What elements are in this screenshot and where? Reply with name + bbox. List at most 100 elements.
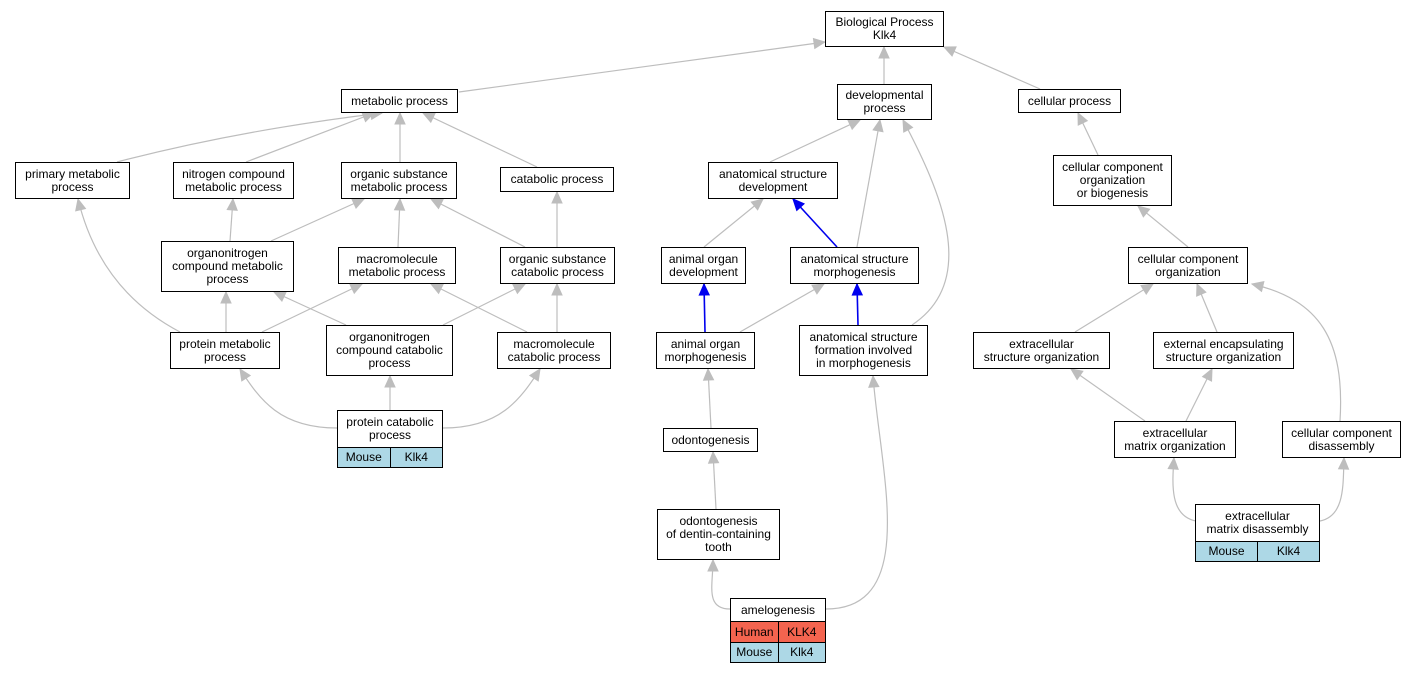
edge-arrowhead <box>75 197 87 212</box>
edge-arrowhead <box>1077 111 1089 126</box>
species-cell: Mouse <box>1208 544 1245 558</box>
edge-arrowhead <box>384 374 396 388</box>
node-external-encapsulating-structure-organization[interactable]: external encapsulating structure organiz… <box>1153 332 1294 369</box>
edge-arrowhead <box>421 112 436 124</box>
node-developmental-process[interactable]: developmental process <box>837 84 932 120</box>
node-catabolic-process[interactable]: catabolic process <box>500 167 614 192</box>
node-nitrogen-compound-metabolic-process[interactable]: nitrogen compound metabolic process <box>173 162 294 199</box>
node-organonitrogen-compound-catabolic-process[interactable]: organonitrogen compound catabolic proces… <box>326 325 453 376</box>
edge-arrowhead <box>429 283 444 295</box>
node-metabolic-process[interactable]: metabolic process <box>341 89 458 113</box>
node-amelogenesis[interactable]: amelogenesis Human KLK4 Mouse Klk4 <box>730 598 826 663</box>
edge-arrowhead <box>1140 283 1155 295</box>
edge-line <box>270 198 365 242</box>
node-cellular-component-organization[interactable]: cellular component organization <box>1128 247 1248 284</box>
edge-arrowhead <box>1201 367 1213 382</box>
edge-arrowhead <box>902 118 914 133</box>
edge-arrowhead <box>351 198 366 209</box>
node-cellular-component-organization-or-biogenesis[interactable]: cellular component organization or bioge… <box>1053 155 1172 206</box>
edge-arrowhead <box>394 111 406 125</box>
edge-line <box>442 283 526 326</box>
node-organic-substance-metabolic-process[interactable]: organic substance metabolic process <box>341 162 457 199</box>
node-extracellular-matrix-disassembly[interactable]: extracellular matrix disassembly Mouse K… <box>1195 504 1320 562</box>
edge-line <box>458 41 826 93</box>
edge-line <box>273 291 347 326</box>
edge-arrowhead <box>220 290 232 304</box>
node-macromolecule-catabolic-process[interactable]: macromolecule catabolic process <box>497 332 611 369</box>
gene-cell: Klk4 <box>777 643 826 662</box>
edge-line <box>422 112 538 168</box>
edge-line <box>430 283 528 333</box>
edge-arrowhead <box>1070 368 1084 381</box>
edge-arrowhead <box>551 282 563 296</box>
node-cellular-component-disassembly[interactable]: cellular component disassembly <box>1282 421 1401 458</box>
edge-line <box>116 112 383 163</box>
node-animal-organ-morphogenesis[interactable]: animal organ morphogenesis <box>656 332 755 369</box>
species-cell: Mouse <box>345 450 382 464</box>
species-cell: Human <box>734 624 774 639</box>
node-odontogenesis[interactable]: odontogenesis <box>663 428 758 452</box>
edge-arrowhead <box>528 367 541 382</box>
edge-line <box>902 119 950 326</box>
edge-arrowhead <box>811 283 826 295</box>
node-animal-organ-development[interactable]: animal organ development <box>661 247 746 284</box>
edge-line <box>1251 283 1342 422</box>
edge-arrowhead <box>393 197 406 211</box>
edge-line <box>739 283 825 333</box>
edge-arrowhead <box>750 198 764 211</box>
node-protein-metabolic-process[interactable]: protein metabolic process <box>170 332 280 369</box>
node-protein-catabolic-process[interactable]: protein catabolic process Mouse Klk4 <box>337 410 443 468</box>
edge-line <box>245 112 375 163</box>
edge-arrowhead <box>349 283 364 295</box>
edge-line <box>442 368 541 429</box>
node-odontogenesis-of-dentin-containing-tooth[interactable]: odontogenesis of dentin-containing tooth <box>657 509 780 560</box>
edge-line <box>239 368 338 429</box>
edge-arrowhead <box>698 282 711 296</box>
edge-line <box>769 119 861 163</box>
node-extracellular-structure-organization[interactable]: extracellular structure organization <box>973 332 1110 369</box>
gene-cell: KLK4 <box>777 622 826 642</box>
edge-line <box>1074 283 1154 333</box>
edge-line <box>430 198 526 248</box>
edge-arrowhead <box>702 367 715 381</box>
gene-cell: Klk4 <box>1257 542 1319 561</box>
node-cellular-process[interactable]: cellular process <box>1018 89 1121 113</box>
edge-arrowhead <box>878 45 890 59</box>
node-extracellular-matrix-organization[interactable]: extracellular matrix organization <box>1114 421 1236 458</box>
node-anatomical-structure-development[interactable]: anatomical structure development <box>708 162 838 199</box>
node-organonitrogen-compound-metabolic-process[interactable]: organonitrogen compound metabolic proces… <box>161 241 294 292</box>
node-anatomical-structure-morphogenesis[interactable]: anatomical structure morphogenesis <box>790 247 919 284</box>
edge-arrowhead <box>1137 205 1151 218</box>
edge-line <box>703 198 764 248</box>
node-anatomical-structure-formation[interactable]: anatomical structure formation involved … <box>799 325 928 376</box>
edge-line <box>1070 368 1146 422</box>
annotation-row: Mouse Klk4 <box>731 642 825 662</box>
node-macromolecule-metabolic-process[interactable]: macromolecule metabolic process <box>338 247 456 284</box>
node-organic-substance-catabolic-process[interactable]: organic substance catabolic process <box>500 247 615 284</box>
edge-arrowhead <box>707 558 719 572</box>
annotation-row: Mouse Klk4 <box>1196 541 1319 561</box>
annotation-row: Mouse Klk4 <box>338 447 442 467</box>
node-title: protein catabolic process <box>346 415 434 442</box>
edge-arrowhead <box>1167 456 1179 470</box>
node-title: extracellular matrix disassembly <box>1206 509 1309 536</box>
edge-arrowhead <box>226 197 238 211</box>
annotation-row: Human KLK4 <box>731 621 825 642</box>
node-primary-metabolic-process[interactable]: primary metabolic process <box>15 162 130 199</box>
node-title: amelogenesis <box>740 602 816 617</box>
edge-line <box>856 119 881 248</box>
edge-arrowhead <box>272 291 287 303</box>
edge-line <box>825 375 889 610</box>
species-cell: Mouse <box>736 645 773 659</box>
edge-arrowhead <box>792 198 806 212</box>
edge-line <box>261 283 363 333</box>
edge-line <box>943 46 1041 90</box>
edge-arrowhead <box>812 37 827 50</box>
edge-arrowhead <box>1196 282 1207 297</box>
edge-arrowhead <box>551 190 563 204</box>
edge-arrowhead <box>1250 281 1265 293</box>
edge-arrowhead <box>868 374 880 388</box>
node-biological-process[interactable]: Biological Process Klk4 <box>825 11 944 47</box>
edge-arrowhead <box>512 283 527 295</box>
